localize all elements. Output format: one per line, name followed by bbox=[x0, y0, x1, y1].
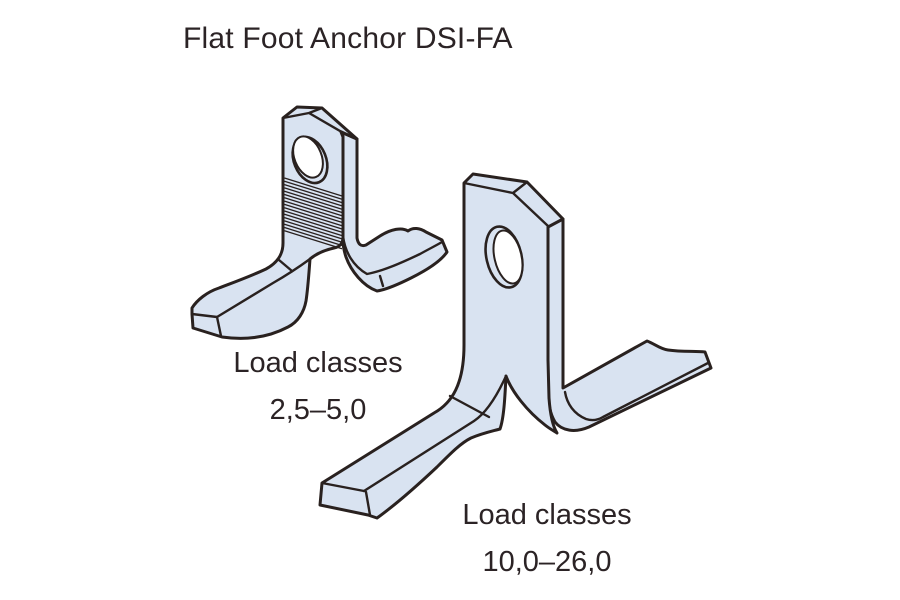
large-anchor-left-strap-edge bbox=[362, 374, 508, 493]
large-anchor-left-strap-crease bbox=[448, 394, 491, 419]
page-title: Flat Foot Anchor DSI-FA bbox=[183, 22, 513, 55]
small-anchor-hole bbox=[291, 135, 329, 185]
small-anchor-right-foot bbox=[339, 130, 449, 293]
large-anchor-illustration bbox=[318, 172, 713, 520]
small-anchor-serration-hatch bbox=[284, 177, 343, 250]
small-anchor-label-line2: 2,5–5,0 bbox=[269, 394, 367, 426]
small-anchor-illustration bbox=[190, 105, 449, 340]
large-anchor-label-line1: Load classes bbox=[462, 499, 632, 531]
large-anchor-left-strap-end-edges bbox=[320, 481, 372, 517]
large-anchor-right-strap bbox=[546, 217, 713, 432]
small-anchor-right-foot-edge bbox=[341, 234, 444, 276]
large-anchor-right-strap-edge bbox=[563, 361, 710, 422]
small-anchor-label: Load classes 2,5–5,0 bbox=[198, 340, 438, 434]
small-anchor-left-foot-edge bbox=[215, 257, 312, 319]
small-anchor-right-foot-crease bbox=[378, 274, 385, 288]
large-anchor-label-line2: 10,0–26,0 bbox=[482, 546, 612, 578]
small-anchor-left-foot-crease bbox=[277, 258, 294, 273]
large-anchor-hole bbox=[484, 225, 524, 289]
small-anchor-left-foot-end-edges bbox=[190, 312, 223, 338]
large-anchor-label: Load classes 10,0–26,0 bbox=[427, 492, 667, 586]
small-anchor-crown-edges bbox=[281, 106, 359, 141]
small-anchor-label-line1: Load classes bbox=[233, 347, 403, 379]
large-anchor-crown-edges bbox=[462, 180, 550, 228]
